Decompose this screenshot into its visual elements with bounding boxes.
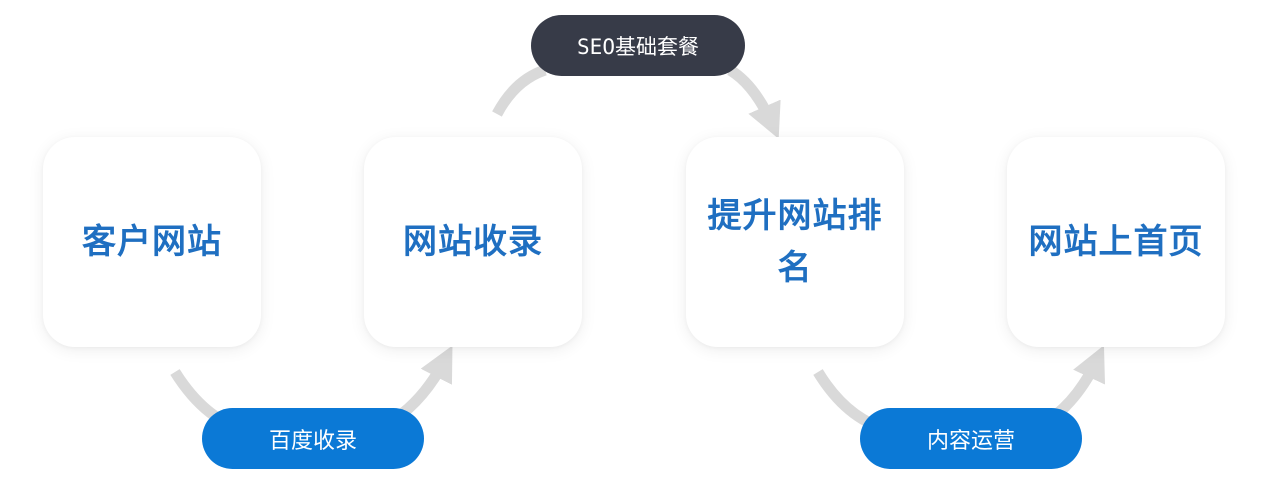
step-label: 提升网站排名 — [707, 196, 883, 288]
arrow-seo — [492, 64, 773, 126]
step-label: 客户网站 — [82, 222, 222, 262]
step-label: 网站收录 — [403, 222, 543, 262]
connector-label: 百度收录 — [268, 428, 357, 454]
connector-pill-baidu: 百度收录 — [202, 408, 424, 469]
step-card-site-indexing: 网站收录 — [364, 137, 582, 347]
step-label: 网站上首页 — [1028, 222, 1204, 262]
connector-label: SEO基础套餐 — [577, 34, 699, 59]
connector-label: 内容运营 — [926, 428, 1015, 454]
connector-pill-seo: SEO基础套餐 — [531, 15, 745, 76]
step-card-customer-site: 客户网站 — [43, 137, 261, 347]
connector-pill-content: 内容运营 — [860, 408, 1082, 469]
step-card-improve-ranking: 提升网站排名 — [686, 137, 904, 347]
step-card-first-page: 网站上首页 — [1007, 137, 1225, 347]
